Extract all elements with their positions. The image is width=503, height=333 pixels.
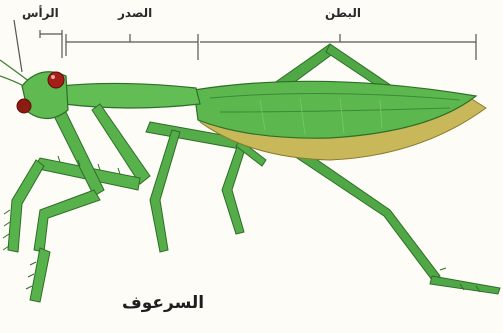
head-label: الرأس [22, 6, 59, 20]
eye-icon [48, 72, 64, 88]
thorax-label: الصدر [118, 6, 152, 20]
eye-icon [17, 99, 31, 113]
thorax [60, 83, 200, 108]
segment-brackets [14, 20, 476, 72]
head-bracket [40, 30, 62, 58]
thorax-bracket [66, 34, 198, 60]
head-pointer [14, 20, 22, 72]
diagram-caption: السرعوف [122, 293, 204, 313]
forelegs [8, 100, 150, 302]
abdomen-label: البطن [325, 6, 361, 20]
